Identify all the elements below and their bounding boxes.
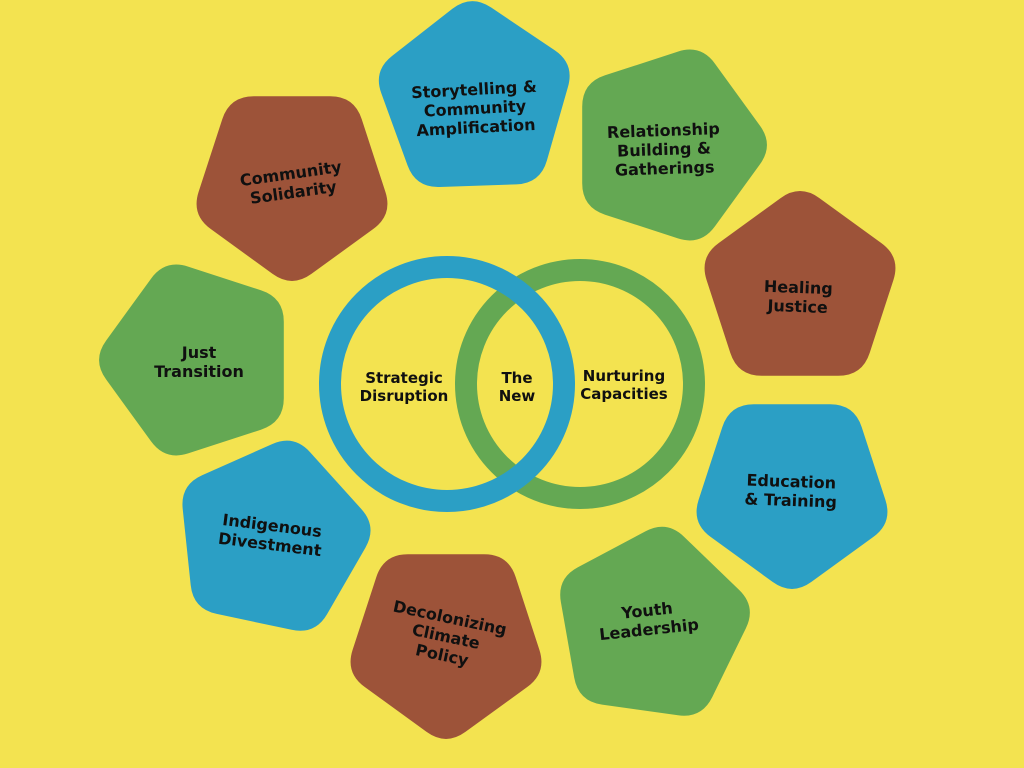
- pentagon-healing-justice: [704, 191, 896, 376]
- pentagon-label-just-transition: Just Transition: [154, 343, 244, 381]
- pentagon-just-transition: [99, 264, 284, 456]
- nurturing-capacities-ring: [455, 259, 705, 509]
- the-new-label: The New: [498, 369, 536, 405]
- pentagon-community-solidarity: [196, 96, 388, 281]
- pentagon-label-education-training: Education & Training: [744, 470, 838, 512]
- pentagon-layer: [99, 1, 896, 739]
- pentagon-relationship-building: [582, 49, 767, 241]
- nurturing-capacities-label: Nurturing Capacities: [580, 367, 668, 403]
- pentagon-indigenous-divestment: [182, 440, 371, 631]
- pentagon-youth-leadership: [560, 526, 750, 716]
- pentagon-decolonizing-climate-policy: [350, 554, 542, 739]
- pentagon-label-relationship-building: Relationship Building & Gatherings: [606, 119, 721, 180]
- pentagon-label-storytelling: Storytelling & Community Amplification: [410, 76, 538, 141]
- pentagon-storytelling: [378, 1, 570, 188]
- pentagon-label-healing-justice: Healing Justice: [763, 276, 834, 318]
- strategic-disruption-ring: [319, 256, 575, 512]
- pentagon-education-training: [696, 404, 888, 589]
- strategic-disruption-label: Strategic Disruption: [359, 369, 449, 405]
